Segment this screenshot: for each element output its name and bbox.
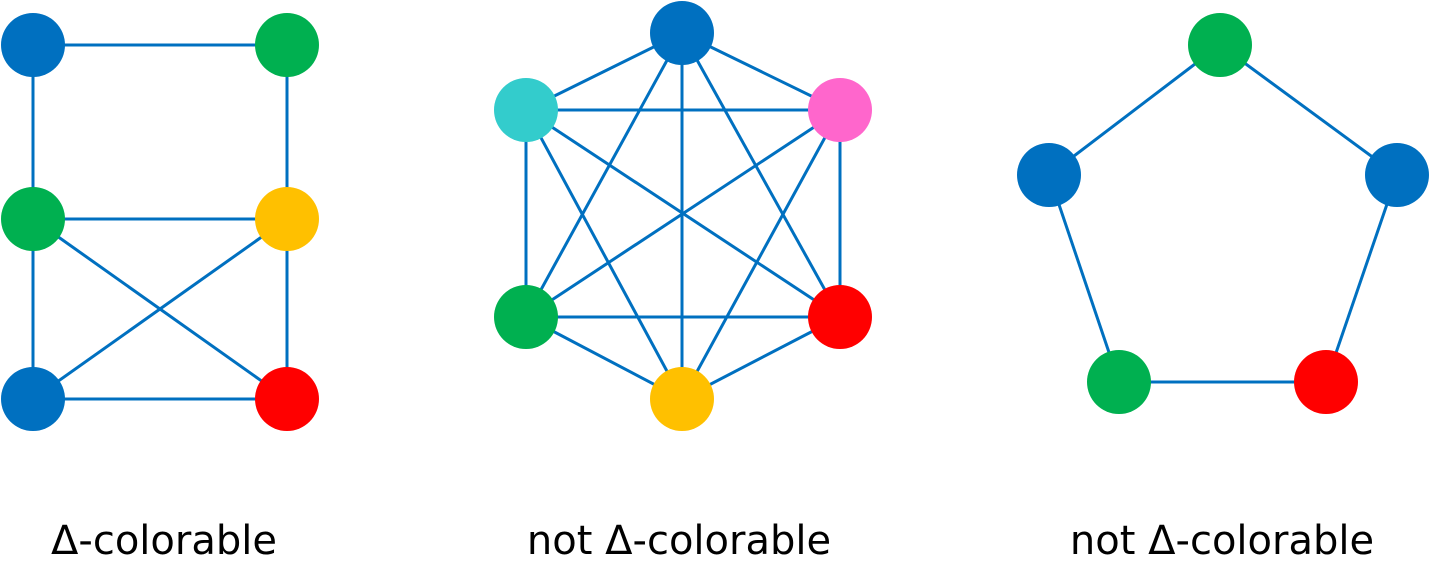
graph-1-vertex-f	[255, 367, 319, 431]
graph-1-vertex-d	[255, 187, 319, 251]
graph-2-edge-upper-right-bottom	[680, 109, 842, 400]
graph-2-edge-upper-right-lower-left	[525, 108, 841, 319]
graph-2-edge-top-lower-left	[524, 32, 684, 318]
graph-2-edge-upper-left-bottom	[524, 109, 684, 400]
graph-3-vertex-right	[1365, 143, 1429, 207]
graph-3-vertex-top	[1188, 13, 1252, 77]
graph-2	[494, 1, 872, 431]
graph-1-caption: Δ-colorable	[51, 518, 277, 564]
graph-2-vertex-lower-left	[494, 285, 558, 349]
graph-2-vertex-upper-right	[808, 78, 872, 142]
graph-1-vertex-b	[255, 13, 319, 77]
graph-2-vertex-lower-right	[808, 285, 872, 349]
graph-2-vertex-bottom	[650, 367, 714, 431]
graph-2-vertex-upper-left	[494, 78, 558, 142]
graph-1-vertex-c	[1, 187, 65, 251]
graph-3-vertex-bottom-right	[1294, 350, 1358, 414]
graph-1-vertex-a	[1, 13, 65, 77]
graph-1-edge-d-e	[32, 217, 288, 401]
graph-3-vertex-left	[1017, 143, 1081, 207]
graph-3-edge-top-left	[1048, 43, 1221, 177]
graph-2-caption: not Δ-colorable	[526, 518, 832, 564]
graph-1-vertex-e	[1, 367, 65, 431]
graph-2-vertex-top	[650, 1, 714, 65]
graph-3-caption: not Δ-colorable	[1069, 518, 1375, 564]
graph-3-edge-right-bottom-right	[1324, 174, 1399, 383]
graph-3-vertex-bottom-left	[1087, 350, 1151, 414]
graph-3-edge-left-bottom-left	[1047, 174, 1121, 383]
graph-1	[1, 13, 319, 431]
graph-3	[1017, 13, 1429, 414]
graph-3-edge-top-right	[1219, 43, 1398, 177]
graph-2-edge-top-lower-right	[680, 32, 842, 318]
